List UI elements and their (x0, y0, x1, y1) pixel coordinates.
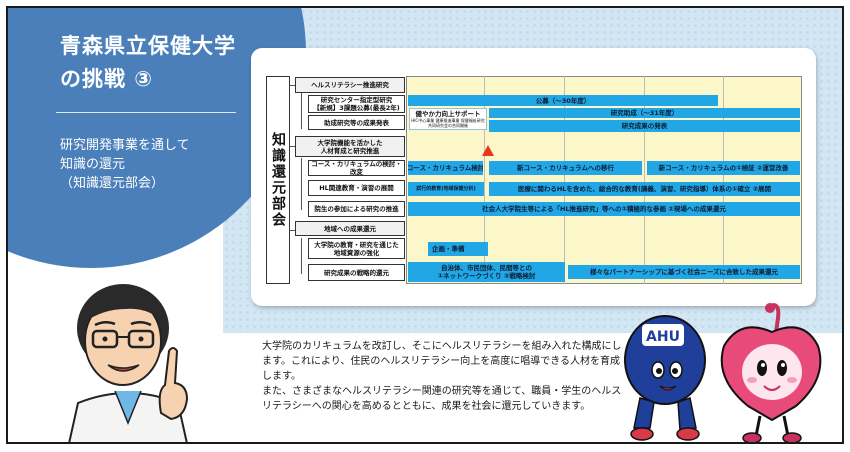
row-label-course-review: コース・カリキュラムの検討・改変 (308, 160, 405, 176)
row-label-grad-student-research: 院生の参加による研究の推進 (308, 201, 405, 217)
bar-sukoyaka: 健やか力向上サポート HIC中心事業 健康推進事業 保健福祉研究 共同研究会の合… (409, 108, 487, 130)
row-label-hl-education: HL関連教育・演習の展開 (308, 180, 405, 196)
title-line-2: の挑戦 ③ (60, 67, 154, 91)
bar-sukoyaka-sub: HIC中心事業 健康推進事業 保健福祉研究 共同研究会の合同開催 (411, 117, 485, 128)
row-label-hl-research: ヘルスリテラシー推進研究 (295, 77, 405, 93)
connector (290, 230, 296, 231)
row-label-regional-return: 地域への成果還元 (295, 221, 405, 236)
side-title-text: 知識還元部会 (270, 132, 286, 228)
slide-frame: 青森県立保健大学 の挑戦 ③ 研究開発事業を通して 知識の還元 （知識還元部会）… (6, 6, 844, 444)
professor-illustration (68, 284, 189, 442)
description-paragraph-1: 大学院のカリキュラムを改訂し、そこにヘルスリテラシーを組み入れた構成にします。こ… (262, 341, 622, 382)
row-label-graduate-function: 大学院機能を活かした 人材育成と研究推進 (295, 136, 405, 157)
pink-apple-mascot-icon (720, 303, 822, 442)
page-title: 青森県立保健大学 の挑戦 ③ (60, 30, 236, 96)
title-divider (56, 112, 236, 113)
bar-iryo-hl: 医療に関わるHLを含めた、総合的な教育(講義、演習、研究指導）体系の①確立 ②展… (489, 182, 800, 196)
bar-sukoyaka-title: 健やか力向上サポート (415, 109, 481, 118)
mascot-illustration: AHU (624, 303, 822, 442)
title-line-1: 青森県立保健大学 (60, 34, 236, 58)
grid-divider (484, 76, 485, 284)
connector (290, 85, 296, 86)
connector (301, 238, 302, 274)
connector (290, 146, 296, 147)
bar-shiko-kyoiku: 試行的教育(地域保健分析) (408, 182, 484, 196)
row-label-center-research: 研究センター指定型研究 【新規】3課題公募(最長2年) (308, 95, 405, 113)
bar-kenkyu-josei: 研究助成（～31年度） (489, 108, 800, 118)
svg-text:AHU: AHU (646, 329, 680, 345)
row-label-strategic-return: 研究成果の戦略的還元 (308, 264, 405, 281)
description: 大学院のカリキュラムを改訂し、そこにヘルスリテラシーを組み入れた構成にします。こ… (262, 339, 622, 414)
row-label-regional-resources: 大学院の教育・研究を通じた 地域資源の強化 (308, 238, 405, 259)
bar-jichitai: 自治体、市民団体、民間等との ①ネットワークづくり ②戦略検討 (408, 262, 565, 282)
milestone-marker-icon (482, 145, 494, 156)
description-paragraph-2: また、さまざまなヘルスリテラシー関連の研究等を通じて、職員・学生のヘルスリテラシ… (262, 386, 622, 412)
blue-mascot-icon: AHU (624, 315, 706, 441)
bar-partnership: 様々なパートナーシップに基づく社会ニーズに合致した成果還元 (568, 265, 800, 279)
subtitle-line-3: （知識還元部会） (60, 176, 165, 191)
row-label-grant-results: 助成研究等の成果発表 (308, 115, 405, 130)
bar-new-course-iko: 新コース・カリキュラムへの移行 (489, 161, 642, 175)
connector (301, 93, 302, 129)
bar-kikaku: 企画・準備 (428, 242, 488, 256)
connector (301, 158, 302, 210)
grid-divider (564, 76, 565, 284)
subtitle-line-1: 研究開発事業を通して (60, 138, 190, 153)
bar-seika-happyo: 研究成果の発表 (489, 120, 800, 132)
bar-new-course-kensho: 新コース・カリキュラムの①検証 ②運営改善 (647, 161, 800, 175)
page-subtitle: 研究開発事業を通して 知識の還元 （知識還元部会） (60, 136, 190, 193)
bar-shakaijin: 社会人大学院生等による「HL推進研究」等への①積極的な参画 ②現場への成果還元 (408, 202, 800, 216)
roadmap-side-title: 知識還元部会 (266, 76, 290, 284)
grid-divider (644, 76, 645, 284)
bar-course-kento: コース・カリキュラム検討 (408, 161, 483, 175)
bar-koubo: 公募（～30年度） (408, 95, 718, 106)
grid-divider (723, 76, 724, 284)
subtitle-line-2: 知識の還元 (60, 157, 126, 172)
